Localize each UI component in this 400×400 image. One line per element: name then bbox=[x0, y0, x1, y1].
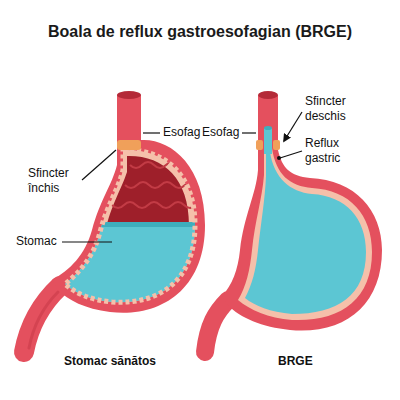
leader-lines bbox=[62, 112, 302, 242]
part-label: Esofag bbox=[163, 125, 200, 140]
part-label: Stomac bbox=[16, 234, 57, 249]
panel-caption: Stomac sănătos bbox=[64, 354, 156, 369]
part-label: Esofag bbox=[202, 125, 239, 140]
panel-caption: BRGE bbox=[278, 354, 313, 369]
part-label: Reflux gastric bbox=[305, 136, 369, 166]
part-label: Sfincter închis bbox=[28, 166, 86, 196]
healthy-stomach bbox=[24, 91, 210, 352]
diagram-title: Boala de reflux gastroesofagian (BRGE) bbox=[48, 22, 352, 42]
part-label: Sfincter deschis bbox=[305, 94, 369, 124]
